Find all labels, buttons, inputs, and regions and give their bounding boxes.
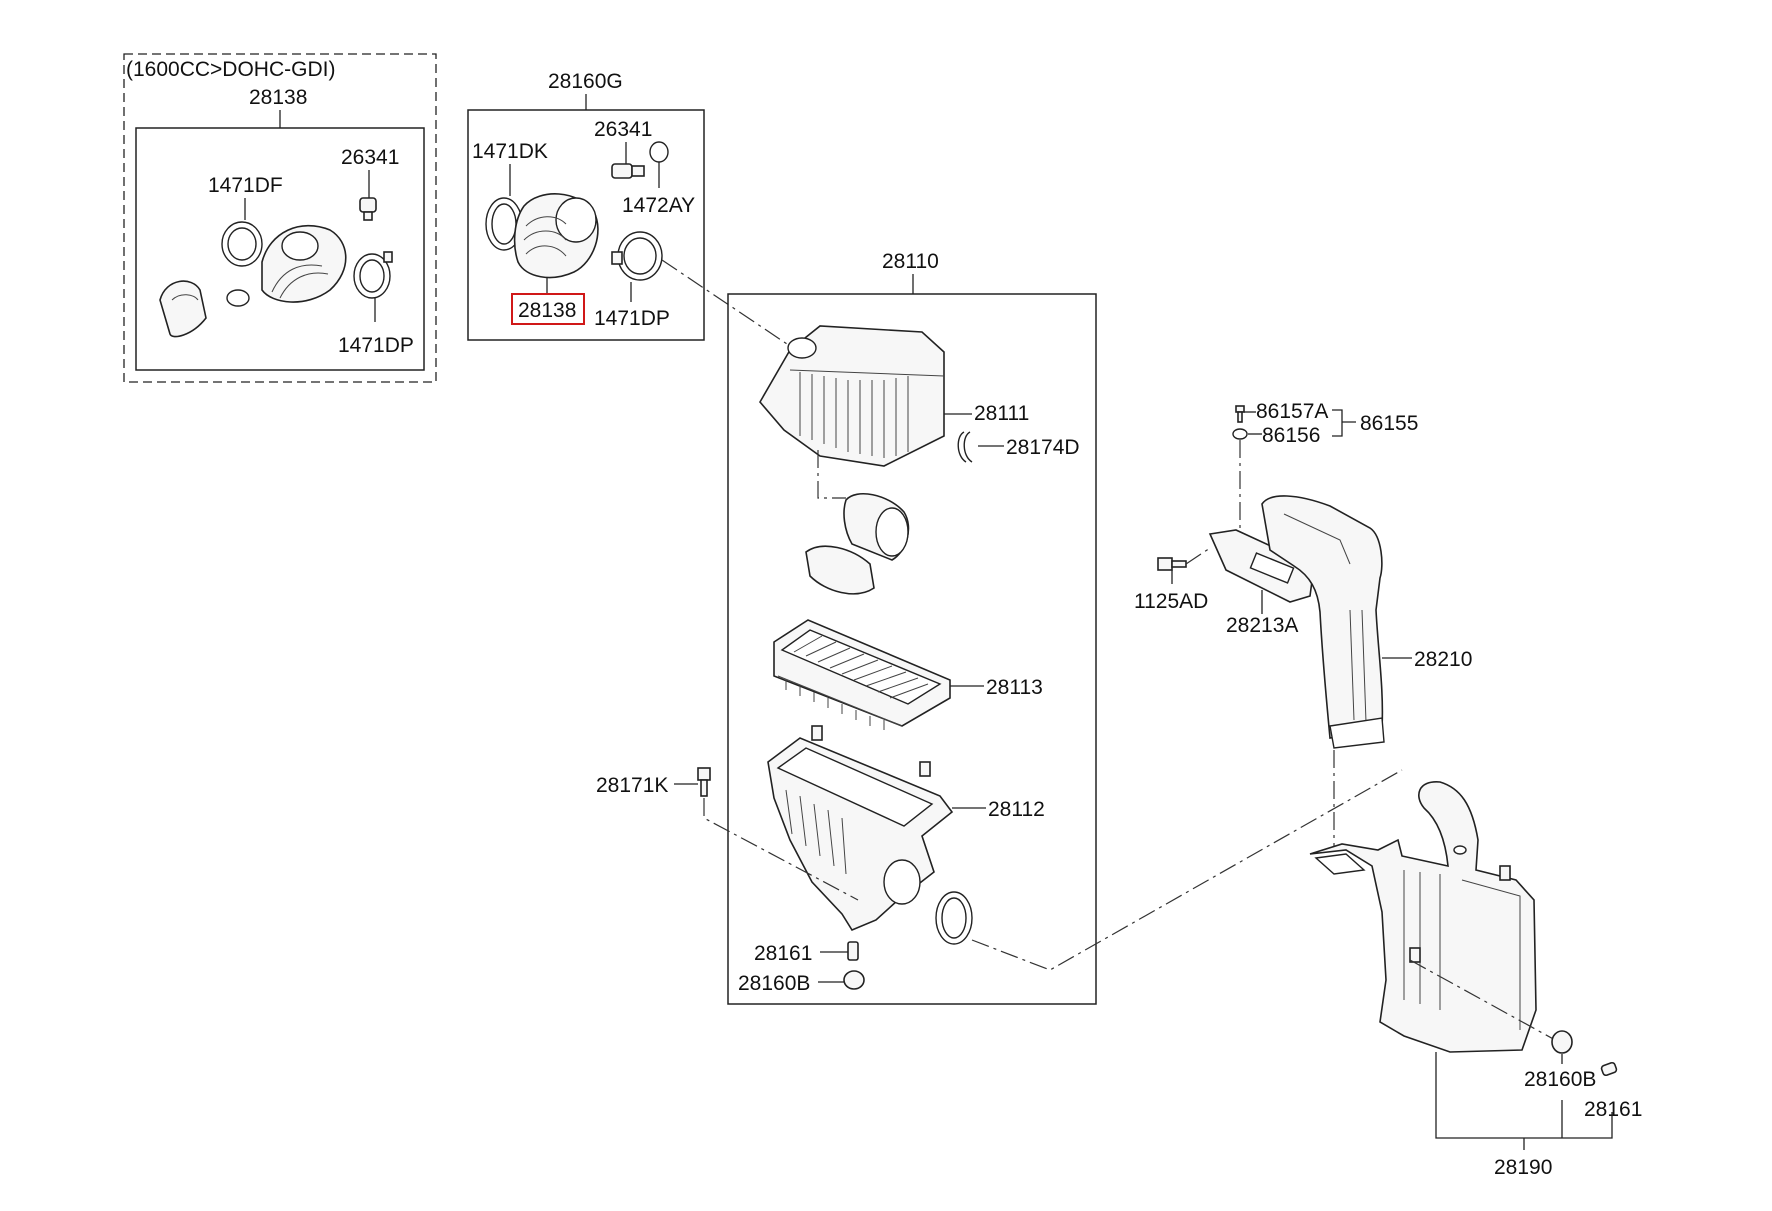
duct-label-86155: 86155 <box>1360 412 1418 435</box>
hose-sensor-icon <box>611 163 645 179</box>
hose-label-1471dk: 1471DK <box>472 140 548 163</box>
hose-clamp-dp-icon <box>611 231 663 281</box>
variant-group-dashed-frame <box>123 53 437 383</box>
hose-label-1471dp: 1471DP <box>594 307 670 330</box>
cleaner-label-28161: 28161 <box>754 942 812 965</box>
cleaner-filter-icon <box>773 619 951 730</box>
duct-label-28210: 28210 <box>1414 648 1472 671</box>
cleaner-body-icon <box>767 725 954 931</box>
variant-clamp-dp-icon <box>353 251 393 299</box>
variant-condition-label: (1600CC>DOHC-GDI) <box>126 58 335 81</box>
variant-hose-icon <box>261 225 347 303</box>
hose-group-label: 28160G <box>548 70 623 93</box>
cleaner-label-28160b: 28160B <box>738 972 810 995</box>
cleaner-bolt-icon <box>697 767 711 797</box>
duct-label-86157a: 86157A <box>1256 400 1328 423</box>
resonator-bushing-icon <box>1551 1030 1573 1054</box>
variant-label-26341: 26341 <box>341 146 399 169</box>
resonator-label-28160b: 28160B <box>1524 1068 1596 1091</box>
duct-washer-icon <box>1232 428 1248 440</box>
variant-label-1471dp: 1471DP <box>338 334 414 357</box>
duct-label-28213a: 28213A <box>1226 614 1298 637</box>
cleaner-cover-icon <box>759 325 945 467</box>
cleaner-label-28171k: 28171K <box>596 774 668 797</box>
resonator-group-label: 28190 <box>1494 1156 1552 1179</box>
duct-label-1125ad: 1125AD <box>1134 590 1208 613</box>
variant-sensor-icon <box>359 197 377 221</box>
hose-highlight-box <box>511 293 585 325</box>
cleaner-label-28113: 28113 <box>986 676 1043 699</box>
hose-grommet-icon <box>649 141 669 163</box>
hose-label-28138: 28138 <box>518 299 576 322</box>
cleaner-label-28111: 28111 <box>974 402 1029 425</box>
cleaner-group-label: 28110 <box>882 250 939 273</box>
resonator-icon <box>1309 781 1537 1053</box>
cleaner-ring-icon <box>935 891 973 945</box>
variant-clamp-df-icon <box>221 221 263 267</box>
cleaner-resonator-icon <box>805 492 910 595</box>
hose-label-26341: 26341 <box>594 118 652 141</box>
cleaner-clip-icon <box>957 431 973 463</box>
resonator-pin-icon <box>1600 1061 1618 1077</box>
duct-main-icon <box>1261 495 1385 749</box>
variant-inlet-cap-icon <box>159 280 207 338</box>
duct-label-86156: 86156 <box>1262 424 1320 447</box>
resonator-label-28161: 28161 <box>1584 1098 1642 1121</box>
duct-bracket-icon <box>1208 529 1315 603</box>
duct-bolt-icon <box>1157 557 1187 571</box>
variant-small-clamp-icon <box>226 289 250 307</box>
cleaner-pin-icon <box>847 941 859 961</box>
hose-label-1472ay: 1472AY <box>622 194 695 217</box>
cleaner-label-28174d: 28174D <box>1006 436 1080 459</box>
hose-group-frame <box>467 109 705 341</box>
hose-main-icon <box>513 193 599 279</box>
cleaner-label-28112: 28112 <box>988 798 1045 821</box>
cleaner-group-frame <box>727 293 1097 1005</box>
duct-screw-icon <box>1235 405 1245 423</box>
variant-assembly-label: 28138 <box>249 86 307 109</box>
cleaner-bushing-icon <box>843 970 865 990</box>
variant-label-1471df: 1471DF <box>208 174 283 197</box>
